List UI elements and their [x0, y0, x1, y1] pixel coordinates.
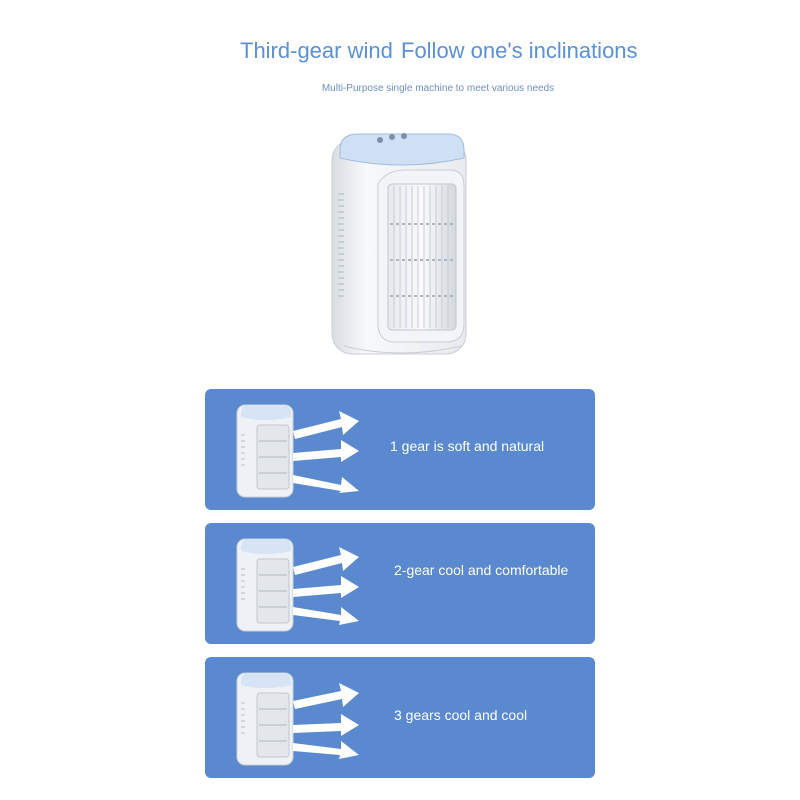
fan-icon [236, 404, 294, 498]
gear-1-label: 1 gear is soft and natural [390, 438, 545, 454]
fan-icon [236, 672, 294, 766]
title-part-1: Third-gear wind [240, 38, 393, 63]
gear-card-2: 2-gear cool and comfortable [205, 523, 595, 644]
air-cooler-product-icon [331, 133, 467, 355]
subtitle: Multi-Purpose single machine to meet var… [321, 83, 555, 94]
fan-icon [236, 538, 294, 632]
title-part-2: Follow one's inclinations [401, 38, 638, 63]
gear-card-3: 3 gears cool and cool [205, 657, 595, 778]
wind-arrows-icon [293, 683, 359, 759]
wind-arrows-icon [293, 411, 359, 493]
gear-card-1: 1 gear is soft and natural [205, 389, 595, 510]
wind-arrows-icon [293, 547, 359, 625]
gear-3-label: 3 gears cool and cool [394, 707, 528, 723]
gear-2-label: 2-gear cool and comfortable [394, 562, 569, 578]
